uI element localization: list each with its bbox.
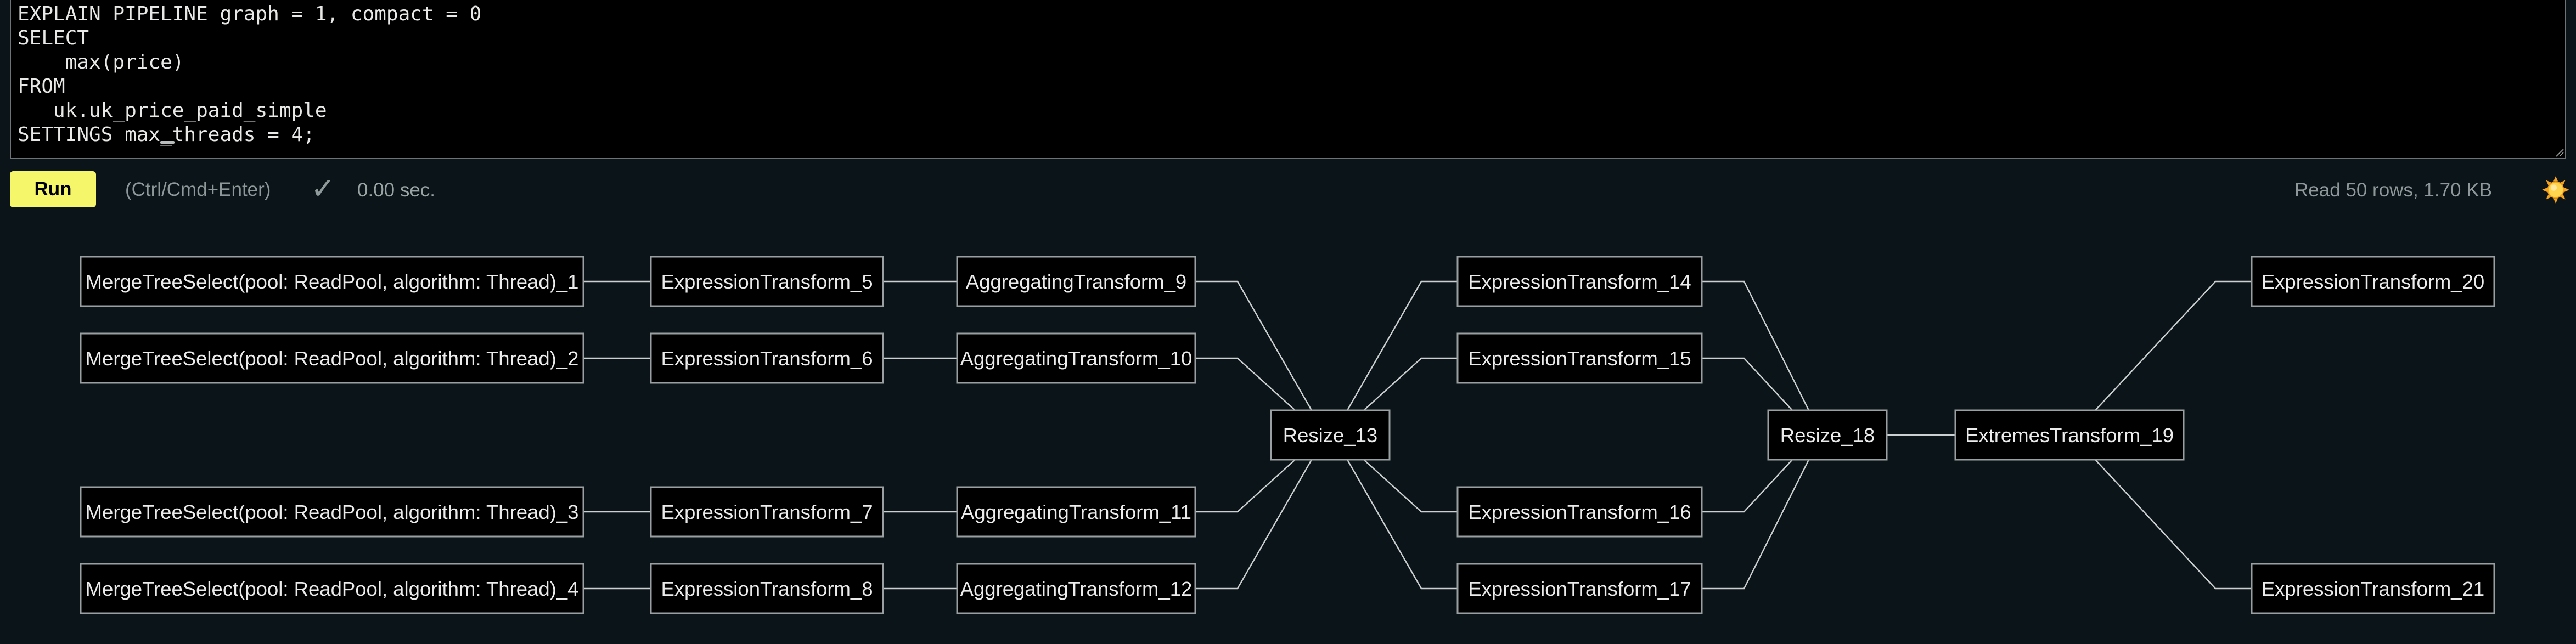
pipeline-edge-ext19-et20 [2095,280,2252,411]
graph-node-box [956,256,1196,307]
graph-node-label: ExpressionTransform_5 [661,270,873,293]
graph-node-box [1456,486,1703,538]
success-check-icon: ✓ [311,172,336,205]
graph-node-et21: ExpressionTransform_21 [2251,563,2495,614]
graph-node-box [1456,256,1703,307]
graph-node-label: ExpressionTransform_20 [2262,270,2484,293]
graph-node-box [1767,409,1888,461]
graph-node-box [650,332,884,384]
graph-node-box [650,563,884,614]
graph-node-mts3: MergeTreeSelect(pool: ReadPool, algorith… [80,486,584,538]
graph-node-box [956,332,1196,384]
pipeline-edge-rz13-et16 [1363,459,1458,513]
graph-node-label: ExtremesTransform_19 [1965,424,2174,447]
query-editor[interactable]: EXPLAIN PIPELINE graph = 1, compact = 0 … [10,0,2566,159]
graph-node-et8: ExpressionTransform_8 [650,563,884,614]
graph-node-label: MergeTreeSelect(pool: ReadPool, algorith… [86,501,579,523]
graph-node-label: MergeTreeSelect(pool: ReadPool, algorith… [86,578,579,600]
graph-node-label: ExpressionTransform_14 [1468,270,1691,293]
graph-node-box [80,486,584,538]
graph-node-label: ExpressionTransform_15 [1468,347,1691,370]
graph-node-box [2251,563,2495,614]
pipeline-edge-et16-rz18 [1702,459,1793,513]
graph-node-label: AggregatingTransform_11 [961,501,1191,523]
pipeline-edge-et14-rz18 [1702,280,1810,411]
graph-node-at10: AggregatingTransform_10 [956,332,1196,384]
graph-node-et7: ExpressionTransform_7 [650,486,884,538]
pipeline-edge-et15-rz18 [1702,357,1793,411]
pipeline-edge-rz13-et17 [1346,459,1458,590]
graph-node-label: AggregatingTransform_12 [960,578,1193,600]
graph-node-label: AggregatingTransform_10 [960,347,1193,370]
graph-node-mts4: MergeTreeSelect(pool: ReadPool, algorith… [80,563,584,614]
graph-node-box [1456,332,1703,384]
graph-node-box [1270,409,1391,461]
graph-node-label: ExpressionTransform_8 [661,578,873,600]
graph-node-box [956,486,1196,538]
graph-node-box [80,332,584,384]
pipeline-edge-at10-rz13 [1195,357,1296,411]
graph-node-box [1954,409,2185,461]
graph-node-ext19: ExtremesTransform_19 [1954,409,2185,461]
editor-caret-dash [160,141,175,144]
graph-node-label: MergeTreeSelect(pool: ReadPool, algorith… [86,270,579,293]
pipeline-edge-at12-rz13 [1195,459,1313,590]
graph-node-et6: ExpressionTransform_6 [650,332,884,384]
graph-node-at12: AggregatingTransform_12 [956,563,1196,614]
graph-node-et20: ExpressionTransform_20 [2251,256,2495,307]
graph-node-et15: ExpressionTransform_15 [1456,332,1703,384]
graph-node-label: AggregatingTransform_9 [966,270,1186,293]
graph-node-mts1: MergeTreeSelect(pool: ReadPool, algorith… [80,256,584,307]
graph-node-label: ExpressionTransform_16 [1468,501,1691,523]
graph-node-rz13: Resize_13 [1270,409,1391,461]
graph-node-label: ExpressionTransform_7 [661,501,873,523]
pipeline-edge-et17-rz18 [1702,459,1810,590]
graph-node-rz18: Resize_18 [1767,409,1888,461]
graph-node-label: Resize_13 [1283,424,1377,447]
elapsed-time: 0.00 sec. [357,179,436,201]
graph-node-at9: AggregatingTransform_9 [956,256,1196,307]
pipeline-edge-rz13-et15 [1363,357,1458,411]
graph-node-box [2251,256,2495,307]
graph-node-et5: ExpressionTransform_5 [650,256,884,307]
pipeline-edge-at9-rz13 [1195,280,1313,411]
read-stats: Read 50 rows, 1.70 KB [2294,179,2492,201]
graph-node-et16: ExpressionTransform_16 [1456,486,1703,538]
graph-node-label: ExpressionTransform_6 [661,347,873,370]
graph-node-label: ExpressionTransform_21 [2262,578,2484,600]
graph-node-label: ExpressionTransform_17 [1468,578,1691,600]
sql-query-text: EXPLAIN PIPELINE graph = 1, compact = 0 … [18,3,482,146]
graph-node-et14: ExpressionTransform_14 [1456,256,1703,307]
graph-node-et17: ExpressionTransform_17 [1456,563,1703,614]
graph-node-label: Resize_18 [1780,424,1875,447]
graph-node-at11: AggregatingTransform_11 [956,486,1196,538]
graph-node-box [650,256,884,307]
pipeline-edge-at11-rz13 [1195,459,1296,513]
pipeline-edge-rz13-et14 [1346,280,1458,411]
graph-node-box [80,256,584,307]
graph-node-label: MergeTreeSelect(pool: ReadPool, algorith… [86,347,579,370]
run-button[interactable]: Run [10,171,96,207]
editor-resize-grip[interactable] [2554,147,2564,157]
graph-node-box [650,486,884,538]
graph-node-box [80,563,584,614]
pipeline-edge-ext19-et21 [2095,459,2252,590]
shortcut-hint: (Ctrl/Cmd+Enter) [125,179,271,200]
theme-toggle-sun-icon[interactable] [2541,176,2570,204]
graph-node-mts2: MergeTreeSelect(pool: ReadPool, algorith… [80,332,584,384]
graph-node-box [956,563,1196,614]
graph-node-box [1456,563,1703,614]
